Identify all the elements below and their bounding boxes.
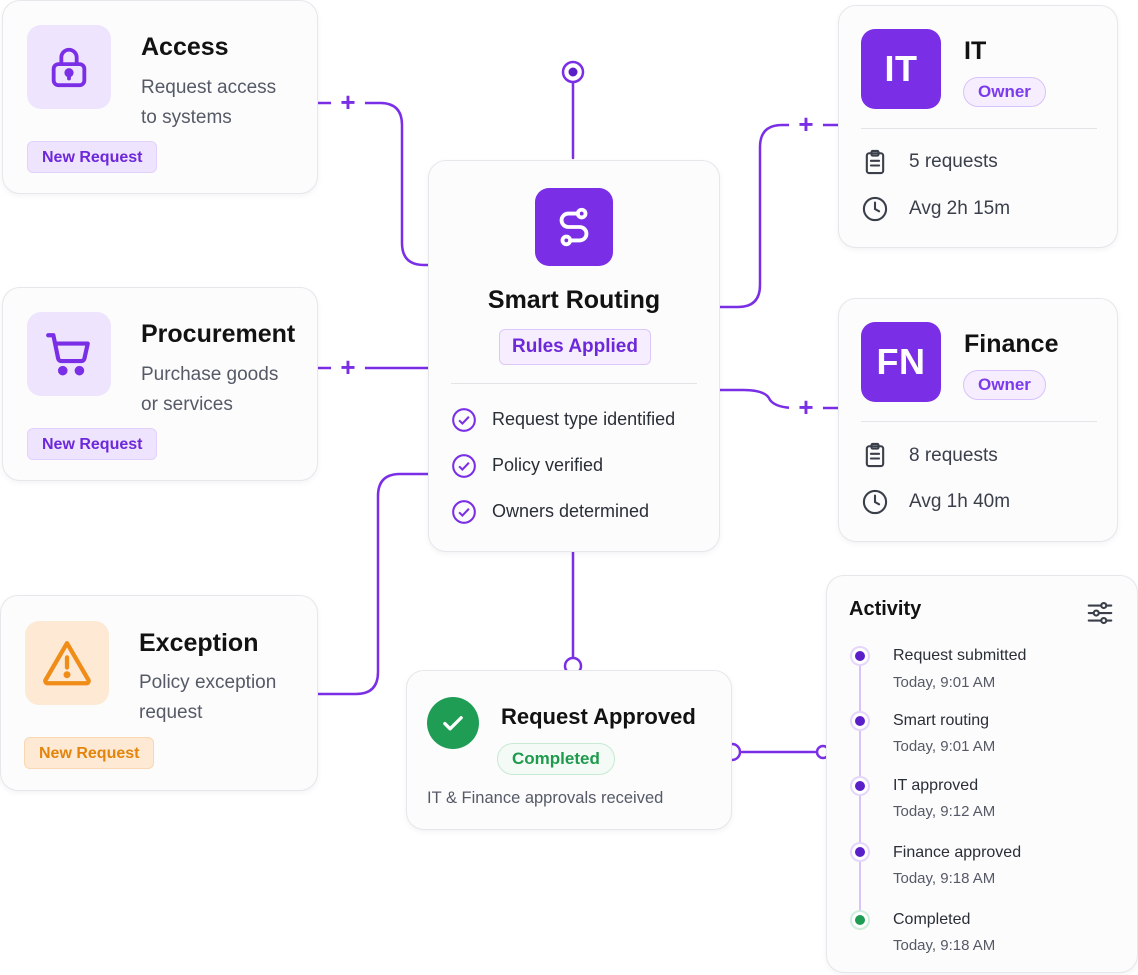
owner-request-count: 5 requests bbox=[909, 151, 998, 172]
routing-check-item: Request type identified bbox=[492, 409, 676, 429]
card-title: Procurement bbox=[141, 320, 296, 348]
check-circle-icon bbox=[427, 697, 479, 749]
card-description: Purchase goods or services bbox=[141, 364, 279, 415]
new-request-badge[interactable]: New Request bbox=[24, 737, 155, 769]
route-icon bbox=[535, 188, 613, 266]
routing-check-item: Policy verified bbox=[492, 455, 604, 475]
owner-role-badge: Owner bbox=[963, 77, 1046, 107]
activity-item-time: Today, 9:01 AM bbox=[893, 674, 996, 691]
card-title: Exception bbox=[139, 629, 259, 657]
completed-badge: Completed bbox=[497, 743, 615, 775]
owner-avg-time: Avg 2h 15m bbox=[909, 198, 1011, 219]
it-connector bbox=[718, 123, 840, 309]
activity-item-label: Smart routing bbox=[893, 712, 990, 729]
check-circle-icon bbox=[452, 500, 476, 524]
activity-title: Activity bbox=[849, 598, 922, 620]
routing-title: Smart Routing bbox=[487, 286, 661, 314]
activity-item-label: Finance approved bbox=[893, 844, 1022, 861]
add-connector-access[interactable]: + bbox=[334, 89, 362, 117]
check-circle-icon bbox=[452, 454, 476, 478]
warning-icon bbox=[25, 621, 109, 705]
access-card[interactable]: Access Request access to systems New Req… bbox=[2, 0, 318, 194]
activity-item-label: Completed bbox=[893, 911, 971, 928]
finance-connector bbox=[718, 388, 840, 410]
owner-request-count: 8 requests bbox=[909, 445, 998, 466]
exception-card[interactable]: Exception Policy exception request New R… bbox=[0, 595, 318, 791]
sliders-icon[interactable] bbox=[1085, 598, 1115, 628]
timeline-dot bbox=[850, 842, 870, 862]
owner-name: IT bbox=[964, 37, 987, 65]
clipboard-icon bbox=[865, 149, 885, 175]
add-connector-procurement[interactable]: + bbox=[334, 354, 362, 382]
add-connector-finance[interactable]: + bbox=[792, 394, 820, 422]
exception-connector bbox=[316, 472, 432, 696]
clipboard-icon bbox=[865, 442, 885, 468]
new-request-badge[interactable]: New Request bbox=[27, 141, 158, 173]
clock-icon bbox=[862, 489, 888, 515]
approved-title: Request Approved bbox=[501, 704, 696, 729]
timeline-dot bbox=[850, 646, 870, 666]
activity-item-time: Today, 9:18 AM bbox=[893, 937, 996, 954]
approved-note: IT & Finance approvals received bbox=[427, 789, 664, 807]
owner-divider bbox=[861, 421, 1097, 422]
activity-item-time: Today, 9:12 AM bbox=[893, 803, 996, 820]
finance-owner-card[interactable]: FN Finance Owner 8 requests Avg 1h 40m bbox=[838, 298, 1118, 542]
card-description: Request access to systems bbox=[141, 77, 277, 128]
cart-icon bbox=[27, 312, 111, 396]
routing-check-item: Owners determined bbox=[492, 501, 650, 521]
owner-name: Finance bbox=[964, 330, 1059, 358]
top-pin-core bbox=[568, 67, 578, 77]
owner-role-badge: Owner bbox=[963, 370, 1046, 400]
activity-card: Activity Request submitted Today, 9:01 A… bbox=[826, 575, 1138, 973]
smart-routing-card[interactable]: Smart Routing Rules Applied Request type… bbox=[428, 160, 720, 552]
rules-applied-badge: Rules Applied bbox=[499, 329, 651, 365]
it-owner-card[interactable]: IT IT Owner 5 requests Avg 2h 15m bbox=[838, 5, 1118, 248]
request-approved-card[interactable]: Request Approved Completed IT & Finance … bbox=[406, 670, 732, 830]
routing-divider bbox=[451, 383, 697, 384]
owner-divider bbox=[861, 128, 1097, 129]
clock-icon bbox=[862, 196, 888, 222]
add-connector-it[interactable]: + bbox=[792, 111, 820, 139]
lock-icon bbox=[27, 25, 111, 109]
new-request-badge[interactable]: New Request bbox=[27, 428, 158, 460]
owner-avg-time: Avg 1h 40m bbox=[909, 491, 1011, 512]
activity-item-label: IT approved bbox=[893, 777, 979, 794]
card-title: Access bbox=[141, 33, 229, 61]
procurement-card[interactable]: Procurement Purchase goods or services N… bbox=[2, 287, 318, 481]
access-connector bbox=[316, 101, 432, 267]
activity-item-time: Today, 9:18 AM bbox=[893, 870, 996, 887]
timeline-dot bbox=[850, 776, 870, 796]
card-description: Policy exception request bbox=[139, 672, 277, 723]
activity-item-label: Request submitted bbox=[893, 647, 1027, 664]
finance-avatar: FN bbox=[861, 322, 941, 402]
it-avatar: IT bbox=[861, 29, 941, 109]
timeline-dot-complete bbox=[850, 910, 870, 930]
activity-item-time: Today, 9:01 AM bbox=[893, 738, 996, 755]
check-circle-icon bbox=[452, 408, 476, 432]
timeline-dot bbox=[850, 711, 870, 731]
